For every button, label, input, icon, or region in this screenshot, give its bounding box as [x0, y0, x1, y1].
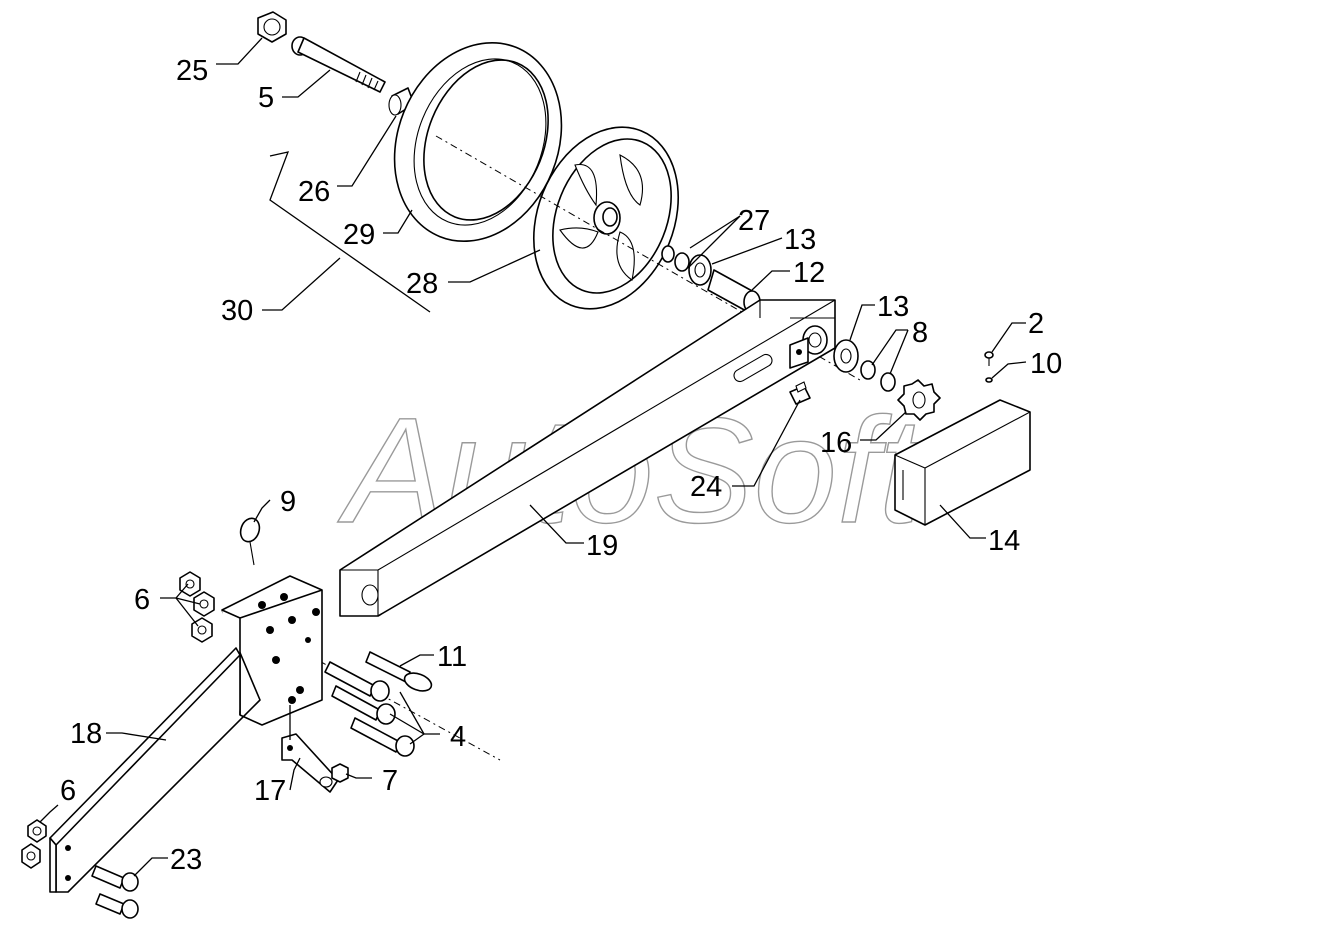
callout-9: 9 [280, 486, 296, 518]
callout-13-upper: 13 [784, 224, 816, 256]
part-13-bearing-upper [688, 254, 712, 286]
part-6-nuts-upper [179, 571, 215, 643]
callout-11: 11 [437, 641, 467, 673]
part-23-bolts [91, 865, 139, 919]
callout-labels: 25 5 26 29 30 28 27 13 12 13 8 2 10 16 2… [60, 55, 1062, 876]
callout-10: 10 [1030, 348, 1062, 380]
part-27-washers [661, 245, 690, 272]
part-16-sprocket [897, 379, 941, 421]
callout-7: 7 [382, 765, 398, 797]
callout-13-right: 13 [877, 291, 909, 323]
callout-29: 29 [343, 219, 375, 251]
part-29-tire [393, 41, 563, 243]
part-24-grease-fitting [789, 381, 811, 405]
part-5-bolt [291, 36, 386, 93]
callout-17: 17 [254, 775, 286, 807]
callout-6-lower: 6 [60, 775, 76, 807]
part-4-bolts [324, 661, 415, 757]
callout-26: 26 [298, 176, 330, 208]
part-13-bearing-right [833, 339, 859, 373]
part-18-mounting-arm [49, 575, 323, 893]
callout-4: 4 [450, 721, 466, 753]
center-axis-wheel [435, 135, 861, 381]
part-2-screw [984, 351, 994, 366]
part-7-nut [331, 763, 349, 783]
part-6-nuts-lower [21, 819, 47, 869]
callout-12: 12 [793, 257, 825, 289]
callout-6-upper: 6 [134, 584, 150, 616]
part-11-pin [365, 651, 433, 692]
callout-14: 14 [988, 525, 1020, 557]
part-17-bracket [281, 733, 339, 793]
callout-16: 16 [820, 427, 852, 459]
callout-23: 23 [170, 844, 202, 876]
callout-30: 30 [221, 295, 253, 327]
leader-lines [39, 37, 1027, 877]
part-9-pin-clip [239, 517, 261, 566]
callout-28: 28 [406, 268, 438, 300]
callout-18: 18 [70, 718, 102, 750]
callout-25: 25 [176, 55, 208, 87]
part-10-washer [985, 377, 993, 383]
callout-24: 24 [690, 471, 722, 503]
part-25-nut [257, 11, 287, 43]
part-8-washers [860, 360, 896, 392]
part-26-spacer [388, 87, 415, 116]
callout-27: 27 [738, 205, 770, 237]
callout-8: 8 [912, 317, 928, 349]
callout-5: 5 [258, 82, 274, 114]
callout-19: 19 [586, 530, 618, 562]
callout-2: 2 [1028, 308, 1044, 340]
part-28-wheel-rim [532, 126, 680, 310]
part-14-guard-cover [894, 399, 1031, 526]
